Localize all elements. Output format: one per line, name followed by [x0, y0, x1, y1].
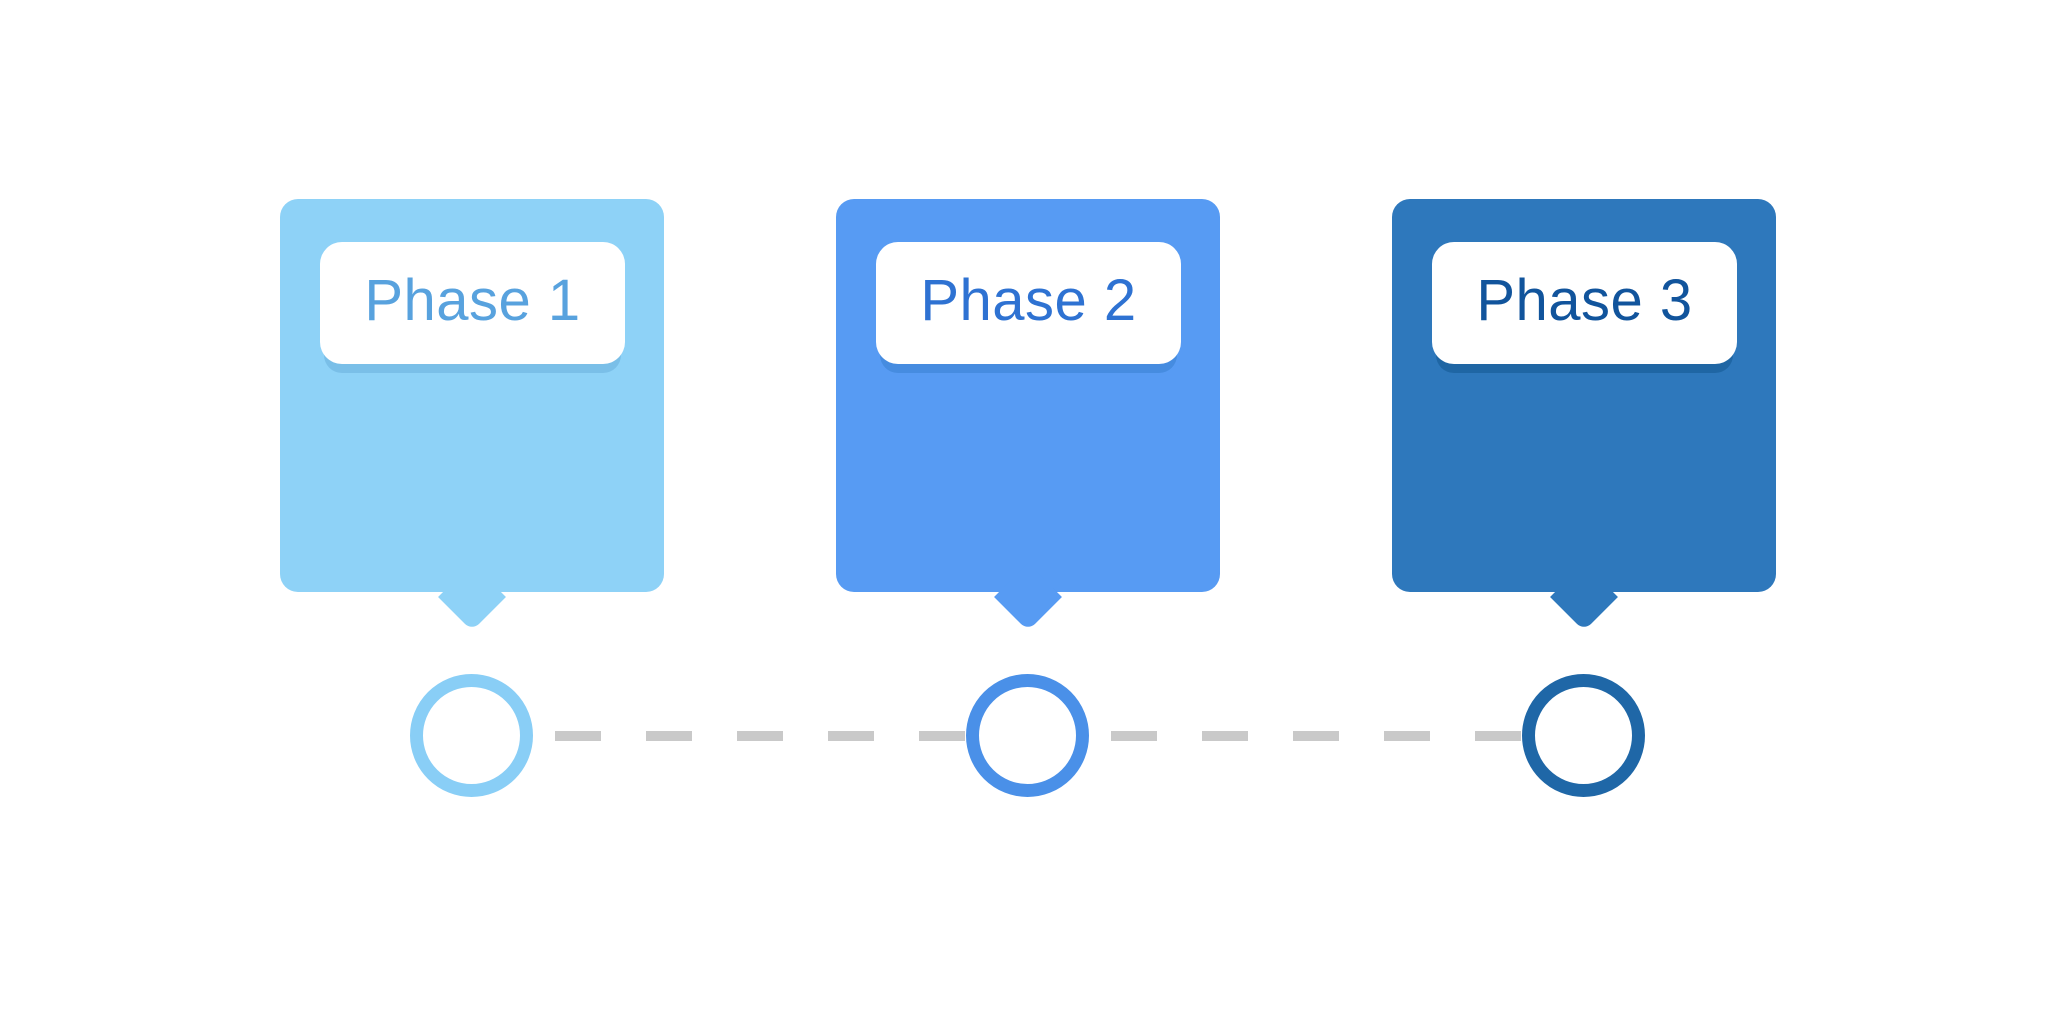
phase-label-3: Phase 3 — [1432, 242, 1737, 364]
phase-label-1-text: Phase 1 — [364, 268, 581, 333]
timeline-connector — [533, 730, 966, 741]
card-pointer-icon — [438, 563, 506, 631]
card-pointer-icon — [994, 563, 1062, 631]
phase-label-2-text: Phase 2 — [920, 268, 1137, 333]
timeline-connector — [1089, 730, 1522, 741]
phase-card-3: Phase 3 — [1392, 199, 1776, 631]
phase-label-1: Phase 1 — [320, 242, 625, 364]
phase-card-1: Phase 1 — [280, 199, 664, 631]
phase-card-2: Phase 2 — [836, 199, 1220, 631]
phase-label-2: Phase 2 — [876, 242, 1181, 364]
phase-label-3-text: Phase 3 — [1476, 268, 1693, 333]
timeline-node-1 — [410, 674, 533, 797]
timeline-row — [410, 674, 1645, 797]
timeline-node-3 — [1522, 674, 1645, 797]
card-pointer-icon — [1550, 563, 1618, 631]
phase-cards-row: Phase 1 Phase 2 Phase 3 — [280, 199, 1776, 631]
timeline-node-2 — [966, 674, 1089, 797]
